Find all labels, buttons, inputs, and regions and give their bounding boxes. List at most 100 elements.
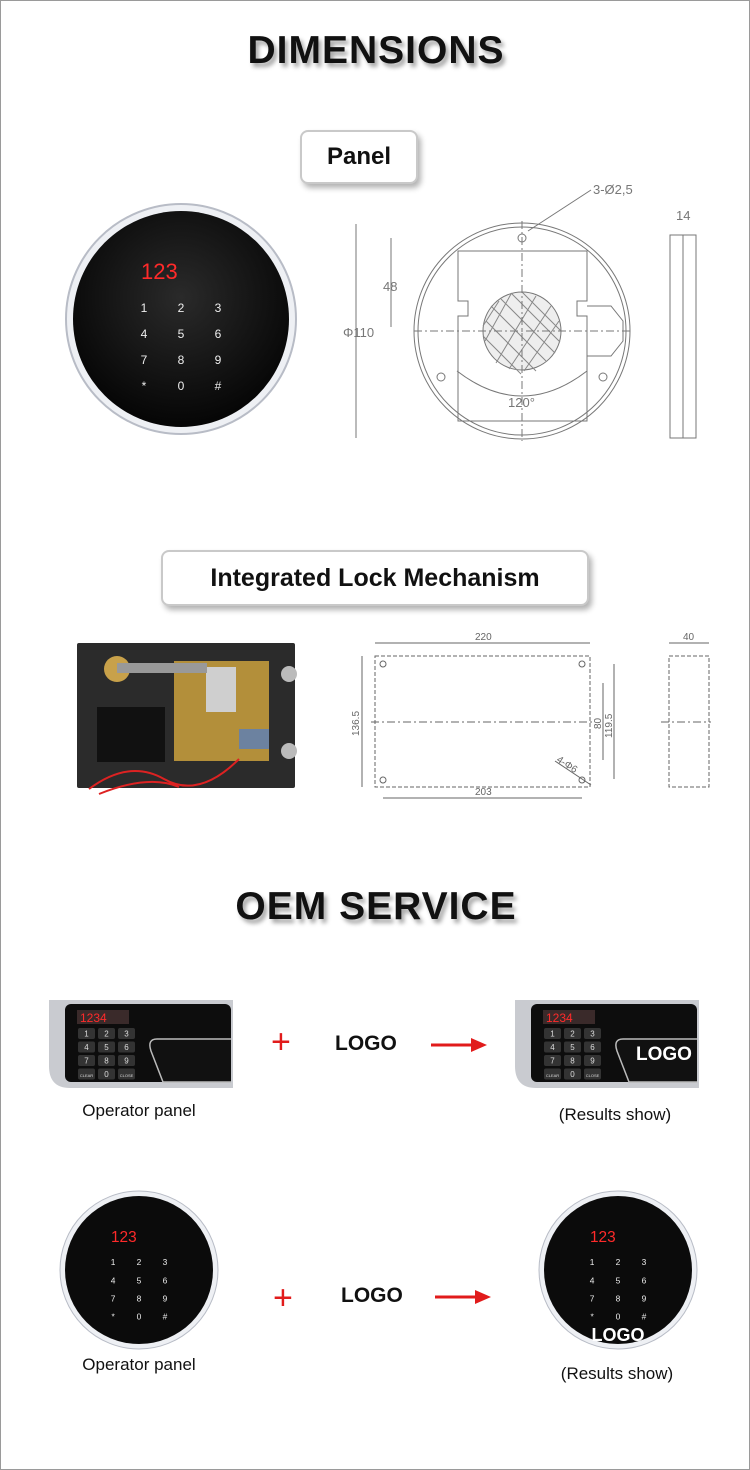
svg-text:8: 8 [104,1057,109,1066]
keypad-key-4: 4 [141,327,148,341]
svg-text:9: 9 [590,1057,595,1066]
logo-text-2: LOGO [341,1284,403,1307]
keypad-key-4: 4 [111,1275,116,1285]
svg-text:1: 1 [550,1030,555,1039]
keypad-key [98,1068,115,1080]
oem-title: OEM SERVICE [235,885,517,928]
height-label: 136.5 [351,711,362,736]
svg-text:6: 6 [124,1043,129,1052]
keypad-key-6: 6 [163,1275,168,1285]
keypad-key [584,1055,601,1066]
keypad-key-3: 3 [215,301,222,315]
logo-overlay: LOGO [636,1044,692,1065]
keypad-key [564,1041,581,1053]
svg-text:5: 5 [570,1043,575,1052]
keypad-key-8: 8 [178,353,185,367]
glass-face [544,1196,692,1344]
keypad-key-4: 4 [590,1275,595,1285]
svg-text:8: 8 [570,1057,575,1066]
svg-text:4: 4 [550,1043,555,1052]
keypad-key [98,1055,115,1066]
plus-icon-2: + [273,1279,293,1317]
keypad-key-7: 7 [590,1294,595,1304]
keypad-key-*: * [111,1312,115,1322]
svg-text:CLEAR: CLEAR [80,1073,93,1078]
svg-text:7: 7 [84,1057,89,1066]
keypad-key [78,1028,95,1039]
keypad-key-0: 0 [616,1312,621,1322]
thickness-label: 14 [676,208,690,223]
svg-text:CLOSE: CLOSE [120,1073,134,1078]
depth-label: 40 [683,632,695,643]
svg-text:4: 4 [84,1043,89,1052]
svg-text:6: 6 [590,1043,595,1052]
keypad-key-2: 2 [137,1257,142,1267]
keypad-key-1: 1 [111,1257,116,1267]
height-label: 48 [383,279,397,294]
keypad-key-7: 7 [141,353,148,367]
keypad-key-8: 8 [137,1294,142,1304]
svg-text:3: 3 [124,1030,129,1039]
keypad-key-9: 9 [215,353,222,367]
keypad-key-1: 1 [141,301,148,315]
keypad-key-0: 0 [137,1312,142,1322]
keypad-key-8: 8 [616,1294,621,1304]
keypad-key-2: 2 [178,301,185,315]
keypad-key-6: 6 [215,327,222,341]
keypad-key-0: 0 [178,379,185,393]
arrow-right-icon [431,1038,487,1052]
svg-text:9: 9 [124,1057,129,1066]
keypad-key-9: 9 [163,1294,168,1304]
keypad-key-1: 1 [590,1257,595,1267]
svg-text:0: 0 [570,1070,575,1079]
keypad-key [118,1055,135,1066]
plus-icon: + [271,1023,291,1061]
keypad-key-3: 3 [163,1257,168,1267]
hole-spacing-y-label: 119.5 [604,713,615,738]
svg-text:2: 2 [570,1030,575,1039]
svg-text:0: 0 [104,1070,109,1079]
keypad-key-9: 9 [642,1294,647,1304]
keypad-key [564,1068,581,1080]
keypad-key-5: 5 [178,327,185,341]
panel-label: Panel [300,130,418,184]
keypad-key-5: 5 [616,1275,621,1285]
keypad-key [118,1028,135,1039]
logo-overlay: LOGO [592,1325,645,1345]
inner-label: 80 [593,717,604,729]
keypad-key [544,1055,561,1066]
operator-panel-label-2: Operator panel [82,1355,196,1374]
keypad-key [584,1041,601,1053]
keypad-display: 1234 [80,1011,107,1025]
svg-text:CLOSE: CLOSE [586,1073,600,1078]
keypad-key-#: # [163,1312,168,1322]
keypad-key [584,1028,601,1039]
logo-text: LOGO [335,1032,397,1055]
svg-text:1: 1 [84,1030,89,1039]
hole-spacing-x-label: 203 [475,787,492,798]
width-label: 220 [475,632,492,643]
diameter-label: Φ110 [343,325,374,340]
keypad-display: 123 [141,259,178,284]
keypad-key-2: 2 [616,1257,621,1267]
keypad-key [118,1068,135,1080]
svg-text:7: 7 [550,1057,555,1066]
hole-note: 4-Φ6 [554,754,579,776]
keypad-key [544,1041,561,1053]
keypad-key [544,1028,561,1039]
hole-note: 3-Ø2,5 [593,182,633,197]
keypad-key [584,1068,601,1080]
panel-dimension-drawing: 3-Ø2,5 Φ110 48 120° 14 [343,182,697,441]
keypad-key-3: 3 [642,1257,647,1267]
keypad-key-*: * [590,1312,594,1322]
keypad-key [78,1055,95,1066]
keypad-key-7: 7 [111,1294,116,1304]
angle-label: 120° [508,395,535,410]
keypad-key-#: # [642,1312,647,1322]
